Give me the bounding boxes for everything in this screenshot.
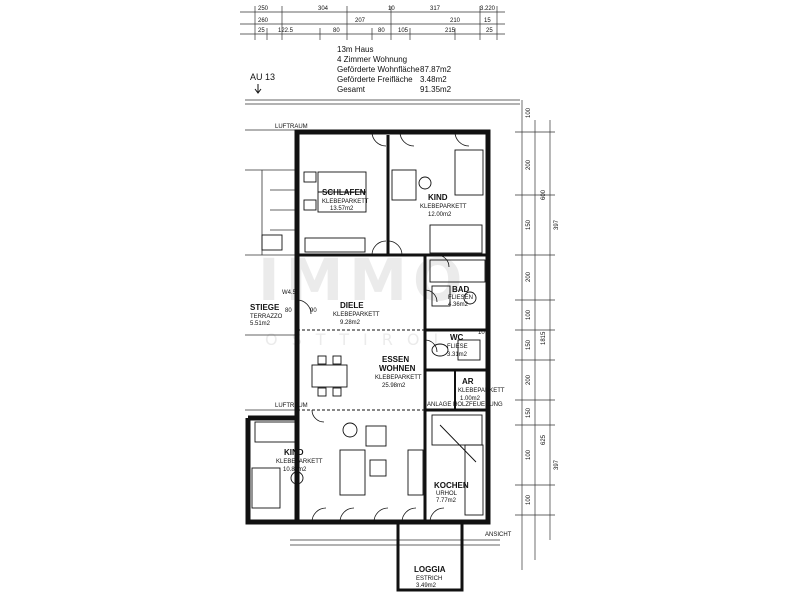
door-swings bbox=[296, 131, 470, 523]
dim-top-2c: 210 bbox=[450, 18, 461, 24]
room-kind-top-area: 12.00m2 bbox=[428, 212, 452, 218]
room-ar-floor: KLEBEPARKETT bbox=[458, 388, 505, 394]
dim-right-10: 100 bbox=[526, 494, 532, 505]
room-ar-area: 1.00m2 bbox=[460, 396, 481, 402]
room-wc-name: WC bbox=[450, 333, 464, 342]
room-loggia-name: LOGGIA bbox=[414, 565, 446, 574]
dim-right-b4: 397 bbox=[554, 459, 560, 470]
dim-top-3f: 215 bbox=[445, 28, 456, 34]
right-dimension-lines bbox=[515, 100, 555, 570]
axis-arrow-icon bbox=[254, 84, 262, 94]
dim-right-6: 150 bbox=[526, 339, 532, 350]
dim-right-total: 1815 bbox=[541, 331, 547, 345]
walls bbox=[245, 129, 491, 592]
dim-right-b1: 600 bbox=[541, 189, 547, 200]
dim-right-7: 200 bbox=[526, 374, 532, 385]
room-wohnen-name: WOHNEN bbox=[379, 364, 416, 373]
info-line2: 4 Zimmer Wohnung bbox=[337, 55, 407, 64]
dim-right-3: 150 bbox=[526, 219, 532, 230]
info-line3-value: 87.87m2 bbox=[420, 65, 452, 74]
room-stiege-area: 5.51m2 bbox=[250, 321, 271, 327]
room-kochen-name: KOCHEN bbox=[434, 481, 469, 490]
dim-top-3b: 122.5 bbox=[278, 28, 294, 34]
room-kind-top-name: KIND bbox=[428, 193, 448, 202]
room-bad-floor: FLIESEN bbox=[448, 295, 473, 301]
label-luftraum-top: LUFTRAUM bbox=[275, 124, 308, 130]
room-kind-bottom-name: KIND bbox=[284, 448, 304, 457]
dim-top-1a: 250 bbox=[258, 6, 269, 12]
dim-right-8: 150 bbox=[526, 407, 532, 418]
dim-right-b3: 625 bbox=[541, 434, 547, 445]
room-bad-area: 4.36m2 bbox=[448, 302, 469, 308]
info-line3-label: Geförderte Wohnfläche bbox=[337, 65, 420, 74]
room-essen-name: ESSEN bbox=[382, 355, 409, 364]
label-luftraum-bottom: LUFTRAUM bbox=[275, 403, 308, 409]
dim-top-2a: 260 bbox=[258, 18, 269, 24]
room-essen-floor: KLEBEPARKETT bbox=[375, 375, 422, 381]
room-loggia-floor: ESTRICH bbox=[416, 576, 442, 582]
top-dimension-lines bbox=[240, 6, 505, 40]
label-80: 80 bbox=[285, 308, 292, 314]
room-schlafen-name: SCHLAFEN bbox=[322, 188, 366, 197]
dim-top-3g: 25 bbox=[486, 28, 493, 34]
watermark-main: IMMO bbox=[258, 246, 468, 314]
room-kochen-floor: URHOL bbox=[436, 491, 458, 497]
axis-label: AU 13 bbox=[250, 72, 275, 82]
room-wc-area: 3.31m2 bbox=[447, 352, 468, 358]
label-10: 10 bbox=[478, 330, 485, 336]
dim-right-1: 100 bbox=[526, 107, 532, 118]
left-stair-area bbox=[245, 99, 520, 546]
dim-top-1d: 317 bbox=[430, 6, 441, 12]
dim-top-1e: 3.220 bbox=[480, 6, 496, 12]
dim-top-3c: 80 bbox=[333, 28, 340, 34]
dim-right-b2: 397 bbox=[554, 219, 560, 230]
room-ar-name: AR bbox=[462, 377, 474, 386]
dim-right-9: 100 bbox=[526, 449, 532, 460]
room-kochen-area: 7.77m2 bbox=[436, 498, 457, 504]
room-diele-name: DIELE bbox=[340, 301, 364, 310]
label-90: 90 bbox=[310, 308, 317, 314]
room-wc-floor: FLIESE bbox=[447, 344, 468, 350]
furniture bbox=[251, 149, 486, 516]
dim-top-3e: 105 bbox=[398, 28, 409, 34]
dim-top-3a: 25 bbox=[258, 28, 265, 34]
room-kind-bottom-floor: KLEBEPARKETT bbox=[276, 459, 323, 465]
info-line5-label: Gesamt bbox=[337, 85, 366, 94]
dim-top-1c: 10 bbox=[388, 6, 395, 12]
watermark-sub: OSTTIROL bbox=[265, 330, 456, 349]
dim-top-2b: 207 bbox=[355, 18, 366, 24]
room-bad-name: BAD bbox=[452, 285, 470, 294]
info-line5-value: 91.35m2 bbox=[420, 85, 452, 94]
info-block: 13m Haus 4 Zimmer Wohnung Geförderte Woh… bbox=[337, 45, 452, 94]
info-line4-label: Geförderte Freifläche bbox=[337, 75, 413, 84]
room-diele-floor: KLEBEPARKETT bbox=[333, 312, 380, 318]
room-stiege-name: STIEGE bbox=[250, 303, 280, 312]
room-schlafen-area: 13.57m2 bbox=[330, 206, 354, 212]
label-ansicht: ANSICHT bbox=[485, 532, 512, 538]
room-loggia-area: 3.49m2 bbox=[416, 583, 437, 589]
room-kind-bottom-area: 10.82m2 bbox=[283, 467, 307, 473]
dim-top-1b: 304 bbox=[318, 6, 329, 12]
room-schlafen-floor: KLEBEPARKETT bbox=[322, 199, 369, 205]
label-w45: W4.5 bbox=[282, 290, 297, 296]
dim-right-4: 200 bbox=[526, 271, 532, 282]
info-line1: 13m Haus bbox=[337, 45, 373, 54]
dim-top-2d: 15 bbox=[484, 18, 491, 24]
room-stiege-floor: TERRAZZO bbox=[250, 314, 283, 320]
dim-right-2: 200 bbox=[526, 159, 532, 170]
info-line4-value: 3.48m2 bbox=[420, 75, 447, 84]
room-kind-top-floor: KLEBEPARKETT bbox=[420, 204, 467, 210]
dim-right-5: 100 bbox=[526, 309, 532, 320]
room-essen-area: 25.98m2 bbox=[382, 383, 406, 389]
room-diele-area: 9.28m2 bbox=[340, 320, 361, 326]
label-kochen-note: ANLAGE HOLZFEUERUNG bbox=[427, 402, 503, 408]
dim-top-3d: 80 bbox=[378, 28, 385, 34]
